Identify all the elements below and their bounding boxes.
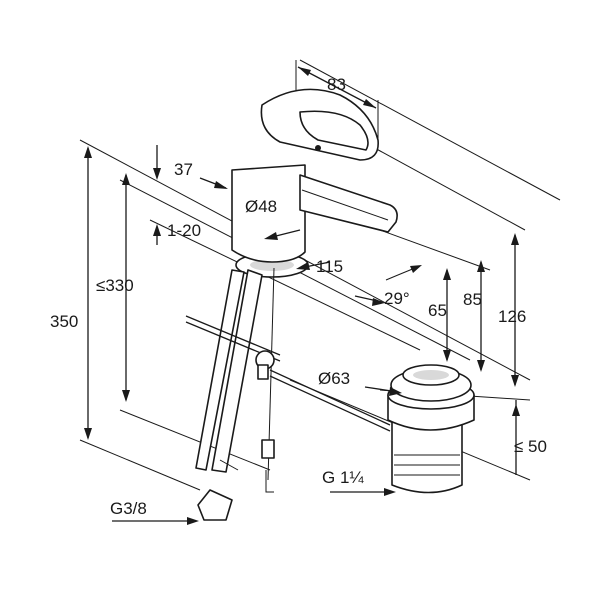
faucet-body xyxy=(231,88,398,278)
label-spout-height-top: 126 xyxy=(498,307,526,326)
label-waste-diameter: Ø63 xyxy=(318,369,350,388)
supply-hoses xyxy=(195,267,275,521)
label-spout-reach: 115 xyxy=(316,257,343,276)
label-top-width: 83 xyxy=(327,75,346,94)
label-spout-height-low: 65 xyxy=(428,301,447,320)
label-overall-height: 350 xyxy=(50,312,78,331)
label-max-deck-thickness: ≤330 xyxy=(96,276,134,295)
top-width-dimension xyxy=(295,60,379,145)
label-lever-offset: 37 xyxy=(174,160,193,179)
pop-up-rod xyxy=(185,315,391,432)
label-waste-depth: ≤ 50 xyxy=(514,437,547,456)
leader-arrows xyxy=(112,229,422,525)
label-base-thickness: 1-20 xyxy=(167,221,201,240)
label-body-diameter: Ø48 xyxy=(245,197,277,216)
label-spout-height-mid: 85 xyxy=(463,290,482,309)
vertical-dimension-lines xyxy=(84,145,520,475)
dimension-labels: 83 37 Ø48 1-20 115 29° ≤330 350 65 85 12… xyxy=(50,75,547,518)
waste-assembly xyxy=(387,364,475,494)
label-supply-thread: G3/8 xyxy=(110,499,147,518)
label-spout-angle: 29° xyxy=(384,289,410,308)
label-waste-thread: G 1¼ xyxy=(322,468,364,487)
